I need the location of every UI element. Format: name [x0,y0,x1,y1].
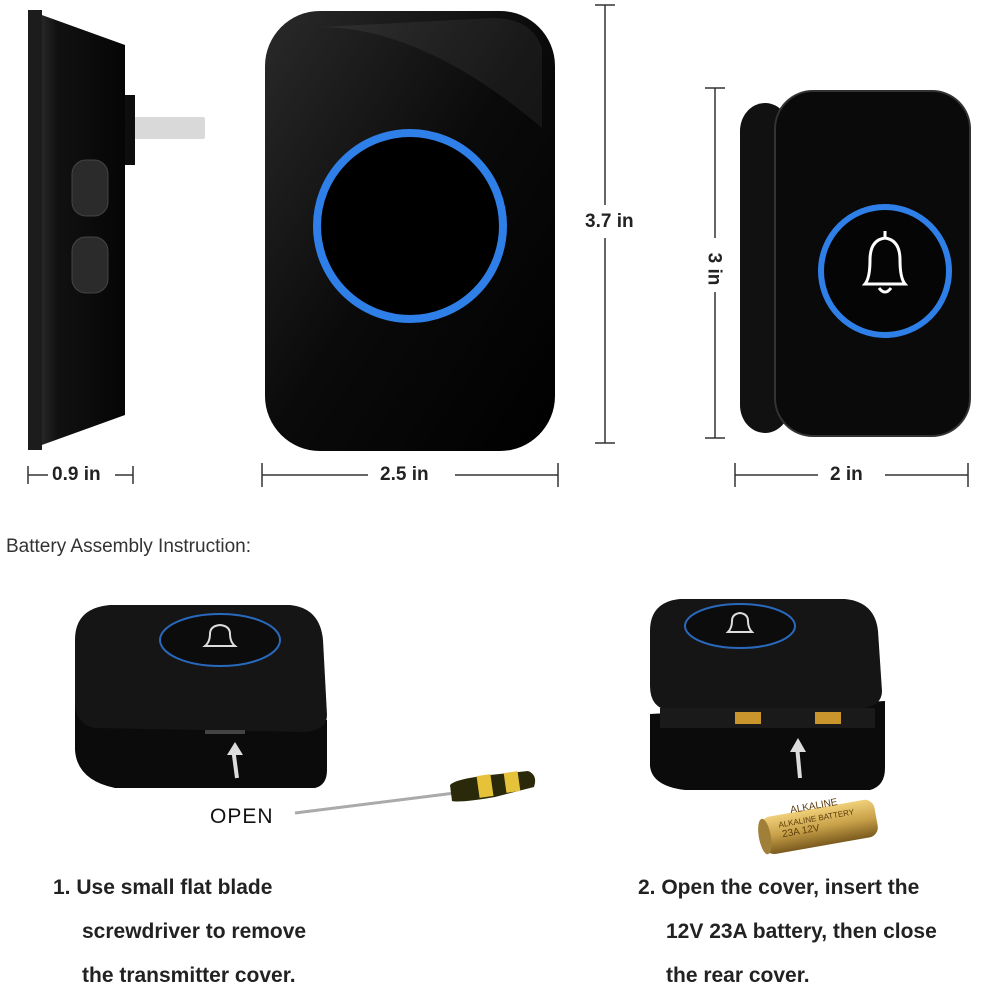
music-button [71,236,109,294]
step-2-line-3: the rear cover. [666,964,810,987]
doorbell-light-ring [818,204,952,338]
dimension-side-width: 0.9 in [52,464,101,485]
doorbell-button-view [740,90,971,437]
receiver-side-view [28,10,205,450]
battery-icon [758,799,878,855]
bell-icon [202,623,238,647]
open-label: OPEN [210,805,274,828]
step-1-line-1: 1. Use small flat blade [53,876,273,899]
receiver-front-view [265,11,555,451]
dimension-receiver-height: 3.7 in [585,211,634,232]
transmitter-open [650,599,885,790]
receiver-light-ring [313,129,507,323]
volume-button [71,159,109,217]
screwdriver-icon [294,771,536,815]
dimension-receiver-width: 2.5 in [380,464,429,485]
section-heading: Battery Assembly Instruction: [6,536,251,557]
dimension-lines [27,4,969,487]
bell-icon [861,231,909,294]
step-1-line-3: the transmitter cover. [82,964,296,987]
step-2-line-1: 2. Open the cover, insert the [638,876,920,899]
dimension-button-width: 2 in [830,464,863,485]
plug-prong [125,117,205,139]
step-2-line-2: 12V 23A battery, then close [666,920,937,943]
transmitter-closed [75,605,327,788]
bell-icon [725,611,755,633]
dimension-button-height: 3 in [703,252,725,286]
step-1-line-2: screwdriver to remove [82,920,307,943]
